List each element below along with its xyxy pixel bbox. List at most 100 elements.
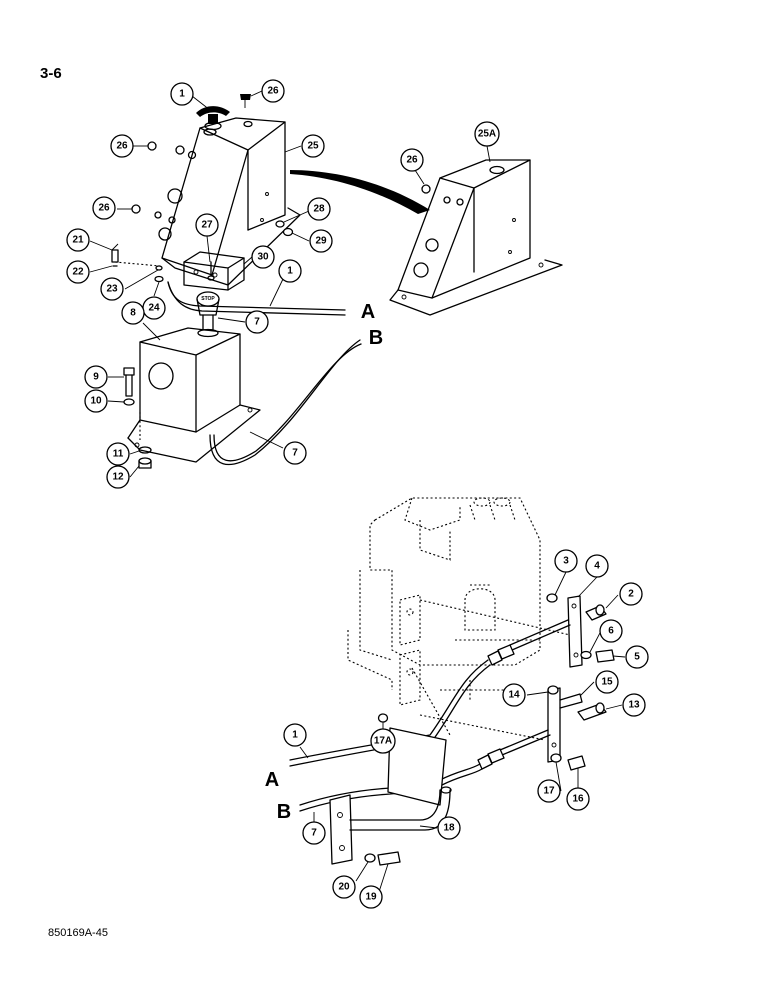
svg-text:3: 3 <box>563 556 569 567</box>
svg-text:6: 6 <box>608 626 614 637</box>
svg-text:11: 11 <box>113 449 124 460</box>
cable-label-a-upper: A <box>361 301 375 323</box>
callout-6: 6 <box>599 619 623 643</box>
injection-pump-outline <box>347 497 541 706</box>
svg-text:16: 16 <box>572 794 584 805</box>
callout-26-right: 26 <box>400 148 424 172</box>
callout-leaders <box>89 90 626 896</box>
control-console-25 <box>154 117 301 286</box>
callout-26-left-upper: 26 <box>110 134 134 158</box>
svg-text:27: 27 <box>201 220 213 231</box>
fasteners-21-24 <box>111 243 164 283</box>
svg-text:29: 29 <box>315 236 327 247</box>
callout-10: 10 <box>84 389 108 413</box>
callout-16: 16 <box>566 787 590 811</box>
callout-14: 14 <box>502 683 526 707</box>
callout-30: 30 <box>251 245 275 269</box>
callout-18: 18 <box>437 816 461 840</box>
svg-text:30: 30 <box>257 252 269 263</box>
callout-19: 19 <box>359 885 383 909</box>
svg-text:25: 25 <box>307 141 319 152</box>
small-hardware-upper <box>207 220 294 281</box>
svg-text:10: 10 <box>90 396 102 407</box>
callout-9: 9 <box>84 365 108 389</box>
lever-assembly-lower <box>547 685 607 771</box>
callout-17A: 17A <box>370 728 396 754</box>
svg-text:STOP: STOP <box>201 296 215 302</box>
cable-handle-1 <box>196 106 230 131</box>
svg-text:25A: 25A <box>478 129 496 140</box>
svg-text:4: 4 <box>594 561 600 572</box>
callout-25A: 25A <box>474 121 500 147</box>
callout-26-top: 26 <box>261 79 285 103</box>
svg-text:7: 7 <box>311 828 317 839</box>
callout-22: 22 <box>66 260 90 284</box>
callout-29: 29 <box>309 229 333 253</box>
svg-text:2: 2 <box>628 589 634 600</box>
callout-5: 5 <box>625 645 649 669</box>
svg-text:19: 19 <box>365 892 377 903</box>
svg-text:12: 12 <box>112 472 124 483</box>
callout-25: 25 <box>301 134 325 158</box>
lever-assembly-upper <box>546 593 615 668</box>
svg-text:26: 26 <box>406 155 418 166</box>
callout-17: 17 <box>537 779 561 803</box>
callout-7-lower: 7 <box>302 821 326 845</box>
svg-text:26: 26 <box>98 203 110 214</box>
svg-text:24: 24 <box>148 303 160 314</box>
svg-text:23: 23 <box>106 284 118 295</box>
cable-label-a-lower: A <box>265 769 279 791</box>
callout-12: 12 <box>106 465 130 489</box>
svg-text:14: 14 <box>508 690 520 701</box>
callout-24: 24 <box>142 296 166 320</box>
svg-text:21: 21 <box>72 235 84 246</box>
callout-20: 20 <box>332 875 356 899</box>
callout-4: 4 <box>585 554 609 578</box>
bracket-30 <box>183 251 245 291</box>
svg-text:22: 22 <box>72 267 84 278</box>
document-code: 850169A-45 <box>48 927 108 939</box>
svg-text:13: 13 <box>628 700 640 711</box>
mounting-bracket-18 <box>329 713 452 865</box>
svg-text:15: 15 <box>601 677 613 688</box>
svg-text:17A: 17A <box>374 736 392 747</box>
svg-text:28: 28 <box>313 204 325 215</box>
callout-27: 27 <box>195 213 219 237</box>
svg-text:9: 9 <box>93 372 99 383</box>
callout-7-knob: 7 <box>245 310 269 334</box>
callout-1-cable: 1 <box>278 259 302 283</box>
callout-1: 1 <box>170 82 194 106</box>
svg-text:5: 5 <box>634 652 640 663</box>
svg-text:1: 1 <box>292 730 298 741</box>
throttle-box-8 <box>127 327 261 463</box>
callout-15: 15 <box>595 670 619 694</box>
callout-8: 8 <box>121 301 145 325</box>
svg-text:18: 18 <box>443 823 455 834</box>
callout-11: 11 <box>106 442 130 466</box>
callout-13: 13 <box>622 693 646 717</box>
svg-text:8: 8 <box>130 308 136 319</box>
cable-label-b-upper: B <box>369 327 383 349</box>
svg-text:1: 1 <box>287 266 293 277</box>
cable-ends <box>477 619 571 770</box>
housing-25A <box>389 159 563 316</box>
svg-text:7: 7 <box>292 448 298 459</box>
callout-28: 28 <box>307 197 331 221</box>
callout-23: 23 <box>100 277 124 301</box>
upper-cables <box>167 281 362 466</box>
svg-text:26: 26 <box>267 86 279 97</box>
callout-1-lower: 1 <box>283 723 307 747</box>
callout-21: 21 <box>66 228 90 252</box>
plug-26-top <box>240 94 251 108</box>
replacement-arrow <box>290 170 430 214</box>
callout-3: 3 <box>554 549 578 573</box>
svg-text:1: 1 <box>179 89 185 100</box>
svg-text:17: 17 <box>543 786 555 797</box>
page-number: 3-6 <box>40 65 62 82</box>
svg-text:7: 7 <box>254 317 260 328</box>
callout-7-cable: 7 <box>283 441 307 465</box>
svg-text:20: 20 <box>338 882 350 893</box>
hardware-19-20 <box>364 851 401 866</box>
svg-text:26: 26 <box>116 141 128 152</box>
